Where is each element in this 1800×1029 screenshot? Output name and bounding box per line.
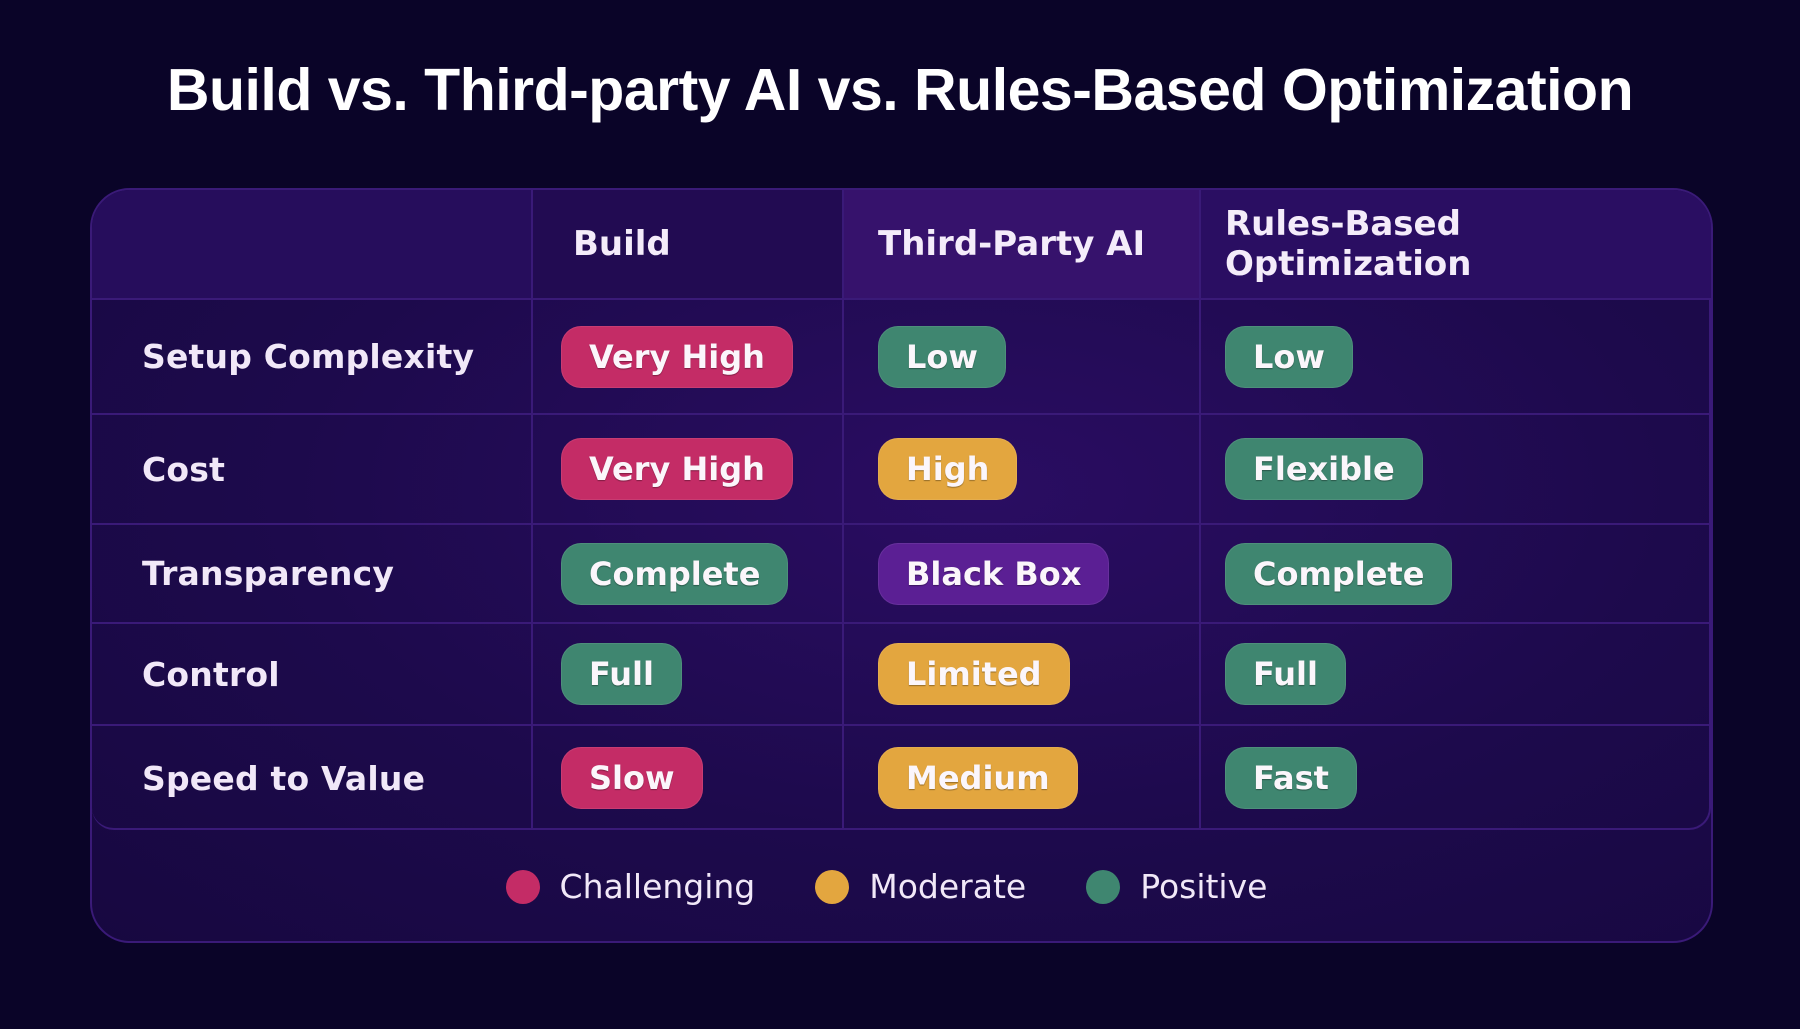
status-badge: Very High — [561, 325, 793, 388]
header-third-party-ai: Third-Party AI — [844, 190, 1201, 298]
status-badge: Slow — [561, 747, 703, 809]
positive-dot-icon — [1086, 869, 1121, 904]
status-badge: Low — [878, 325, 1006, 388]
challenging-dot-icon — [505, 869, 540, 904]
row-label-setup-complexity: Setup Complexity — [142, 337, 475, 376]
status-badge: Low — [1225, 325, 1353, 388]
comparison-card: Build Third-Party AI Rules-Based Optimiz… — [90, 188, 1713, 943]
status-badge: Very High — [561, 438, 793, 500]
page-title: Build vs. Third-party AI vs. Rules-Based… — [166, 57, 1634, 123]
legend-item-positive: Positive — [1086, 867, 1267, 906]
header-rules-based: Rules-Based Optimization — [1201, 190, 1711, 298]
status-badge: Fast — [1225, 747, 1357, 809]
legend-label: Challenging — [559, 867, 756, 906]
header-empty-cell — [92, 190, 533, 298]
status-badge: Limited — [878, 643, 1070, 705]
legend-label: Moderate — [869, 867, 1027, 906]
table-row: Control Full Limited Full — [92, 624, 1711, 726]
status-badge: Complete — [1225, 542, 1453, 605]
status-badge: High — [878, 438, 1018, 500]
header-build-label: Build — [573, 224, 671, 264]
legend-item-moderate: Moderate — [815, 867, 1026, 906]
header-rules-based-label: Rules-Based Optimization — [1225, 204, 1472, 284]
status-badge: Black Box — [878, 542, 1110, 605]
row-label-transparency: Transparency — [142, 554, 395, 593]
row-label-control: Control — [142, 654, 280, 694]
table-row: Setup Complexity Very High Low Low — [92, 300, 1711, 415]
legend: Challenging Moderate Positive — [92, 830, 1711, 941]
status-badge: Medium — [878, 747, 1078, 809]
moderate-dot-icon — [815, 869, 850, 904]
row-label-cost: Cost — [142, 449, 226, 489]
header-third-party-ai-label: Third-Party AI — [878, 224, 1146, 264]
legend-item-challenging: Challenging — [505, 867, 756, 906]
table-header-row: Build Third-Party AI Rules-Based Optimiz… — [92, 190, 1711, 300]
header-build: Build — [533, 190, 844, 298]
table-row: Cost Very High High Flexible — [92, 415, 1711, 525]
table-row: Transparency Complete Black Box Complete — [92, 525, 1711, 624]
status-badge: Full — [561, 643, 682, 705]
status-badge: Full — [1225, 643, 1346, 705]
table-row: Speed to Value Slow Medium Fast — [92, 726, 1711, 830]
legend-label: Positive — [1140, 867, 1268, 906]
comparison-table: Build Third-Party AI Rules-Based Optimiz… — [92, 190, 1711, 830]
status-badge: Flexible — [1225, 438, 1423, 500]
row-label-speed-to-value: Speed to Value — [142, 758, 426, 798]
status-badge: Complete — [561, 542, 789, 605]
